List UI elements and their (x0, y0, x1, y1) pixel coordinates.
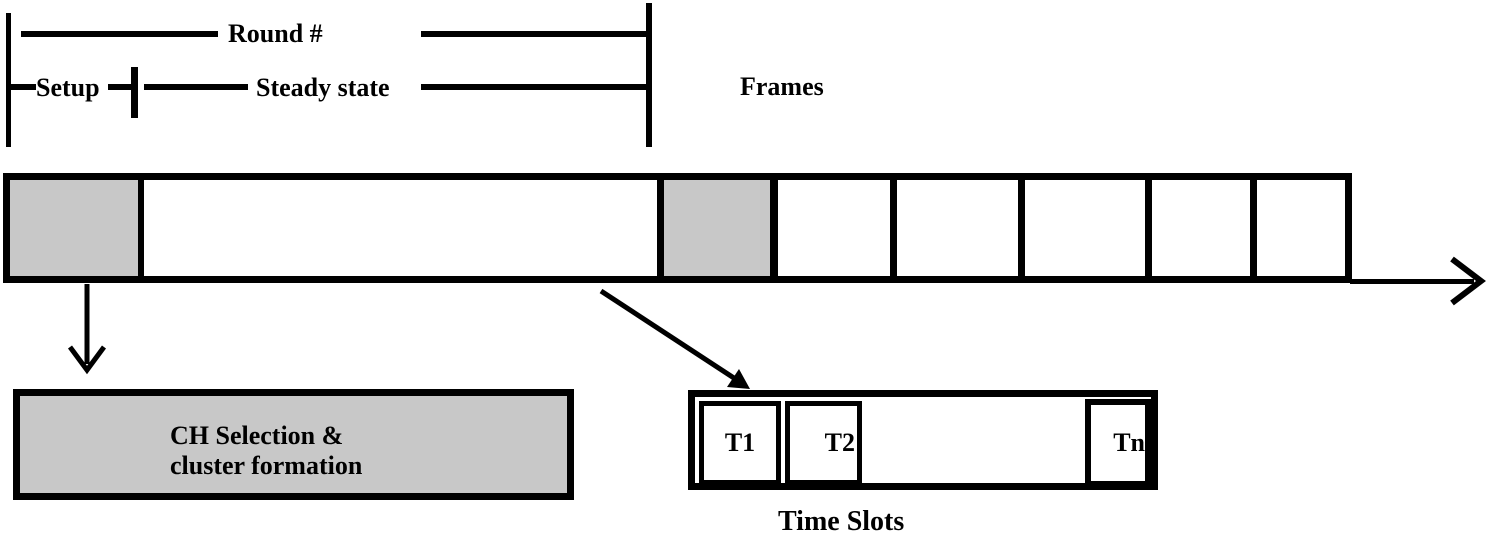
round-span-line-right (421, 31, 648, 37)
steady-state-label: Steady state (256, 73, 390, 102)
steady-span-line-right (421, 84, 647, 90)
timeline-bar (3, 173, 1352, 283)
ch-selection-text: CH Selection & cluster formation (170, 421, 362, 481)
setup-phase-box-1 (10, 180, 144, 276)
frame-divider (890, 180, 897, 276)
round-label: Round # (228, 19, 323, 48)
round-bracket-right-line (646, 3, 652, 147)
frame-divider (1145, 180, 1152, 276)
time-slots-label: Time Slots (778, 506, 905, 537)
slot-t2: T2 (785, 401, 862, 485)
setup-phase-box-2 (657, 180, 778, 276)
setup-steady-divider-tick (131, 67, 138, 118)
frame-divider (1250, 180, 1257, 276)
steady-span-line-left (144, 84, 248, 90)
setup-label: Setup (36, 73, 100, 102)
slot-tn: Tn (1085, 399, 1151, 487)
down-arrow-head-icon (67, 345, 107, 375)
round-span-line-left (21, 31, 218, 37)
ch-selection-line2: cluster formation (170, 451, 363, 480)
diagonal-arrow-head-icon (727, 369, 750, 389)
ch-selection-box: CH Selection & cluster formation (13, 389, 574, 500)
round-bracket-left-line (6, 13, 11, 147)
slot-t1: T1 (699, 401, 781, 485)
frames-label: Frames (740, 72, 824, 101)
setup-span-line-right (108, 84, 134, 90)
diagonal-arrow-line (599, 288, 742, 385)
ch-selection-line1: CH Selection & (170, 421, 344, 450)
time-axis-line (1350, 279, 1474, 284)
time-slots-box: T1 T2 Tn (688, 390, 1158, 490)
frame-divider (1018, 180, 1025, 276)
setup-span-line-left (6, 84, 36, 90)
